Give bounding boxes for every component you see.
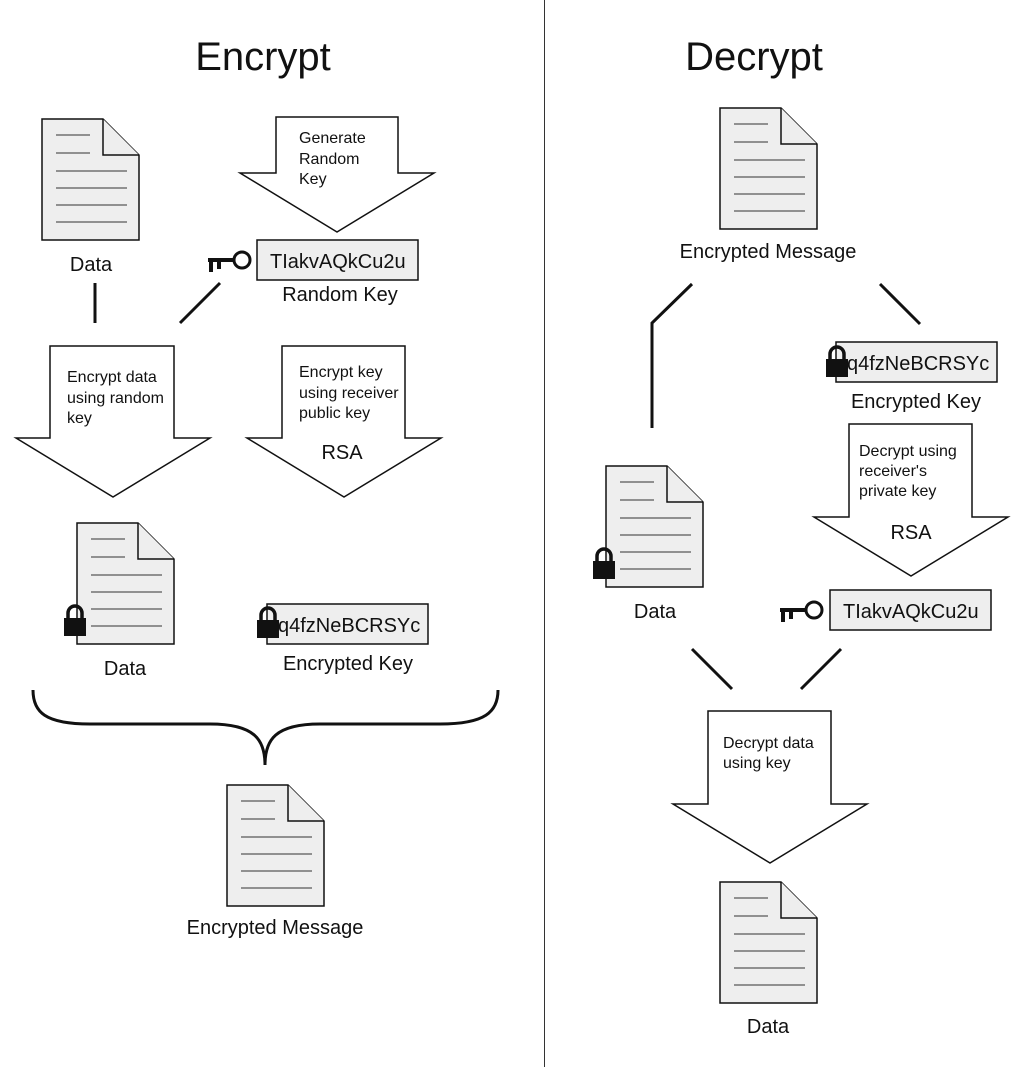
lock-icon	[591, 547, 617, 581]
encrypt-key-arrow	[244, 345, 444, 498]
encrypted-data-document-icon	[76, 522, 175, 645]
data-document-icon	[719, 881, 818, 1004]
connector-line	[178, 281, 222, 325]
decrypt-key-text: Decrypt using receiver's private key	[859, 443, 961, 500]
encrypted-message-document-icon	[226, 784, 325, 907]
rsa-label: RSA	[890, 522, 932, 544]
encrypted-key-label: Encrypted Key	[851, 391, 981, 413]
random-key-value: TIakvAQkCu2u	[270, 251, 406, 273]
encrypt-section: Encrypt Data Generate Random Key TIakvAQ…	[13, 35, 500, 939]
encrypted-key-value: q4fzNeBCRSYc	[847, 353, 989, 375]
random-key-box	[829, 589, 992, 631]
encrypted-key-box	[266, 603, 429, 645]
key-icon	[778, 600, 824, 624]
key-icon	[206, 250, 252, 274]
data-label: Data	[747, 1016, 790, 1038]
rsa-label: RSA	[321, 442, 363, 464]
random-key-box	[256, 239, 419, 281]
encrypted-key-label: Encrypted Key	[283, 653, 413, 675]
encrypted-message-document-icon	[719, 107, 818, 230]
encrypt-key-text: Encrypt key using receiver public key	[299, 364, 403, 422]
connector-line	[690, 647, 734, 691]
encrypt-data-text: Encrypt data using random key	[67, 369, 168, 427]
data-document-icon	[41, 118, 140, 241]
connector-line	[799, 647, 843, 691]
encrypted-data-label: Data	[104, 658, 147, 680]
combine-brace	[31, 689, 500, 766]
encrypt-data-arrow	[13, 345, 213, 498]
decrypt-key-arrow	[811, 423, 1011, 577]
lock-icon	[62, 604, 88, 638]
encrypted-message-label: Encrypted Message	[680, 241, 857, 263]
random-key-value: TIakvAQkCu2u	[843, 601, 979, 623]
encrypted-key-box	[835, 341, 998, 383]
encrypted-key-value: q4fzNeBCRSYc	[278, 615, 420, 637]
decrypt-data-arrow	[670, 710, 870, 864]
generate-key-text: Generate Random Key	[299, 130, 370, 188]
random-key-label: Random Key	[282, 284, 398, 306]
encrypted-data-label: Data	[634, 601, 677, 623]
generate-key-arrow	[237, 116, 437, 233]
connector-line	[650, 282, 694, 428]
decrypt-section: Decrypt Encrypted Message q4fzNeBCRSYc E…	[591, 35, 1011, 1038]
encrypted-message-label: Encrypted Message	[187, 917, 364, 939]
connector-line	[878, 282, 922, 326]
data-label: Data	[70, 254, 113, 276]
decrypt-title: Decrypt	[685, 35, 823, 79]
decrypt-data-text: Decrypt data using key	[723, 735, 818, 772]
encrypted-data-document-icon	[605, 465, 704, 588]
encrypt-title: Encrypt	[195, 35, 331, 79]
